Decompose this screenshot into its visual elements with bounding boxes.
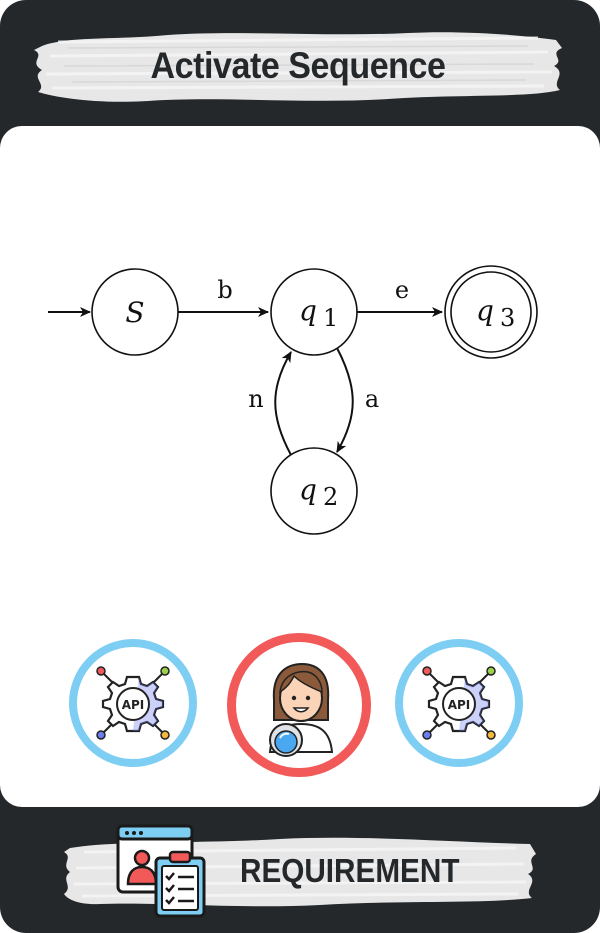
state-q2-label: q	[299, 473, 317, 506]
api-gear-icon: API	[422, 666, 496, 740]
transition-q2-q1	[274, 351, 292, 456]
transition-q1-q2	[336, 347, 354, 453]
svg-text:API: API	[448, 698, 471, 712]
title-banner: Activate Sequence	[28, 26, 568, 106]
state-q2-subscript: 2	[323, 483, 338, 511]
transition-S-q1-label: b	[217, 276, 232, 304]
state-q2[interactable]: q 2	[270, 447, 358, 535]
transition-q1-q2-label: a	[365, 385, 379, 413]
requirement-banner: REQUIREMENT	[60, 824, 540, 918]
astronaut-token[interactable]	[227, 633, 371, 777]
transition-q1-q3-label: e	[395, 276, 409, 304]
card-title: Activate Sequence	[150, 45, 446, 86]
card-panel: S q 1 q 3 q 2 b e	[0, 126, 600, 807]
state-q3[interactable]: q 3	[444, 265, 538, 359]
token-row: API	[0, 126, 600, 807]
state-q3-subscript: 3	[500, 304, 515, 332]
state-S[interactable]: S	[91, 268, 179, 356]
api-gear-icon: API	[96, 666, 170, 740]
brush-stroke-background	[34, 32, 562, 102]
state-q1-label: q	[299, 294, 317, 327]
state-q3-label: q	[476, 294, 494, 327]
requirement-label: REQUIREMENT	[240, 852, 460, 889]
api-token-left[interactable]: API	[69, 639, 197, 767]
api-token-right[interactable]: API	[395, 639, 523, 767]
profile-checklist-icon	[116, 824, 206, 918]
astronaut-icon	[268, 662, 334, 757]
svg-text:API: API	[122, 698, 145, 712]
transition-q2-q1-label: n	[248, 385, 263, 413]
state-diagram: S q 1 q 3 q 2 b e	[48, 265, 538, 535]
state-q1-subscript: 1	[323, 304, 338, 332]
state-S-label: S	[125, 296, 144, 329]
